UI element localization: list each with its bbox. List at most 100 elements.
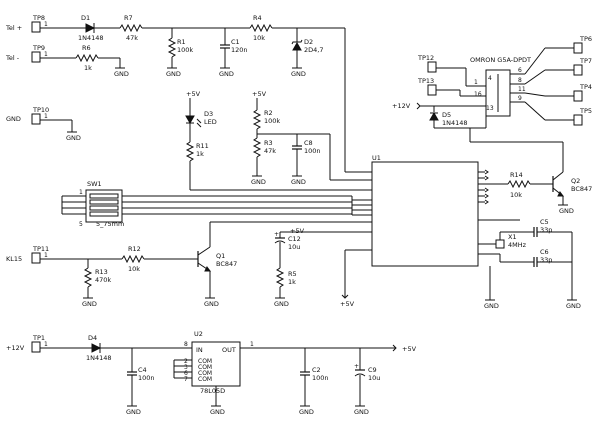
- kl15-input: TP11 KL15 1 R13 470k GND R12 10k GND Q1 …: [6, 222, 237, 308]
- q1-value: BC847: [216, 260, 237, 268]
- tp8-label: TP8: [32, 14, 45, 22]
- tel-plus-port: Tel +: [5, 24, 22, 32]
- relay-pin9: 9: [518, 95, 522, 102]
- gnd-r5: GND: [274, 300, 289, 308]
- u1-label: U1: [372, 154, 381, 162]
- r2-resistor: [252, 109, 262, 130]
- tp9-pad: [31, 51, 41, 63]
- plus5v-led: +5V: [186, 90, 201, 98]
- r1-label: R1: [177, 38, 186, 46]
- r6-value: 1k: [84, 64, 92, 72]
- relay-pin8: 8: [518, 77, 522, 84]
- u1-body: [371, 161, 479, 267]
- d2-label: D2: [304, 38, 313, 46]
- relay-driver: R14 10k GND Q2 BC847: [469, 128, 592, 215]
- d2-zener: [292, 41, 302, 51]
- tp8-pin: 1: [44, 21, 48, 28]
- u2-com-a: COM: [198, 358, 212, 365]
- tp11-pin: 1: [44, 252, 48, 259]
- d4-label: D4: [88, 334, 97, 342]
- tp13-label: TP13: [417, 77, 434, 85]
- q2-label: Q2: [571, 177, 580, 185]
- relay-label: OMRON G5A-DPDT: [470, 56, 531, 64]
- gnd-d2: GND: [291, 70, 306, 78]
- c2-value: 100n: [312, 374, 329, 382]
- gnd-u1: GND: [484, 302, 499, 310]
- sw1-dip-switch: SW1 1 5 5_75mm: [61, 180, 353, 228]
- gnd-port: GND: [6, 115, 21, 123]
- gnd-crystal: GND: [566, 302, 581, 310]
- r7-label: R7: [124, 14, 133, 22]
- d2-value: 2D4,7: [304, 46, 323, 54]
- relay-pin16: 16: [474, 91, 482, 98]
- u2-pin-in: 8: [184, 341, 188, 348]
- svg-text:+: +: [274, 231, 279, 238]
- x1-value: 4MHz: [508, 241, 527, 249]
- r5-resistor: [275, 267, 285, 288]
- r2-label: R2: [264, 109, 273, 117]
- d1-diode: [85, 23, 96, 33]
- u2-value: 78L05D: [200, 387, 225, 395]
- tp8-pad: [31, 21, 41, 33]
- tp1-pin: 1: [44, 341, 48, 348]
- r3-label: R3: [264, 139, 273, 147]
- r1-value: 100k: [177, 46, 193, 54]
- r7-value: 47k: [126, 34, 138, 42]
- d4-value: 1N4148: [86, 354, 112, 362]
- tp7-pad: [573, 64, 583, 76]
- r7-resistor: [119, 23, 143, 33]
- tp10-pin: 1: [44, 113, 48, 120]
- r6-resistor: [75, 53, 99, 63]
- c4-value: 100n: [138, 374, 155, 382]
- power-supply: TP1 +12V 1 D4 1N4148 C4 100n GND U2 IN O…: [6, 330, 417, 416]
- led-branch: +5V D3 LED R11 1k: [185, 90, 372, 191]
- relay-section: OMRON G5A-DPDT 6 8 11 9 1 16 4 13: [392, 47, 574, 129]
- relay-pin13: 13: [486, 105, 494, 112]
- c9-label: C9: [368, 366, 377, 374]
- c5-label: C5: [540, 218, 549, 226]
- tp4-pad: [573, 90, 583, 102]
- sw1-value: 5_75mm: [96, 220, 124, 228]
- sw1-pin5: 5: [79, 221, 83, 228]
- c4-label: C4: [138, 366, 147, 374]
- tp1-label: TP1: [32, 334, 45, 342]
- gnd-r6: GND: [114, 70, 129, 78]
- r12-value: 10k: [128, 265, 140, 273]
- gnd-r3: GND: [251, 178, 266, 186]
- c12-label: C12: [288, 235, 301, 243]
- tp11-label: TP11: [32, 245, 49, 253]
- plus5v-c12: +5V: [290, 227, 305, 235]
- u2-out: OUT: [222, 346, 236, 354]
- u2-pin2: 2: [184, 358, 188, 365]
- c6-value: 33p: [540, 256, 552, 264]
- crystal-oscillator: X1 4MHz C5 33p C6 33p GND: [495, 218, 581, 310]
- gnd-c2: GND: [299, 408, 314, 416]
- svg-text:+: +: [354, 363, 359, 370]
- u2-pin7: 7: [184, 376, 188, 383]
- gnd-tp10: GND: [66, 134, 81, 142]
- r14-value: 10k: [510, 191, 522, 199]
- tp6-pad: [573, 42, 583, 54]
- x1-label: X1: [508, 233, 517, 241]
- u1-microcontroller: U1 GND: [210, 154, 520, 310]
- r4-label: R4: [253, 14, 262, 22]
- q1-label: Q1: [216, 252, 225, 260]
- gnd-c8: GND: [291, 178, 306, 186]
- relay-pin4: 4: [488, 75, 492, 82]
- r12-label: R12: [128, 245, 141, 253]
- divider-branch: +5V R2 100k R3 47k GND C8 100n GND: [251, 90, 372, 186]
- tp5-label: TP5: [579, 107, 592, 115]
- r14-label: R14: [510, 171, 523, 179]
- d1-label: D1: [81, 14, 90, 22]
- u2-com-b: COM: [198, 364, 212, 371]
- d3-led: [185, 115, 195, 125]
- r6-label: R6: [82, 44, 91, 52]
- u2-com-d: COM: [198, 376, 212, 383]
- kl15-port: KL15: [6, 255, 22, 263]
- r5-label: R5: [288, 270, 297, 278]
- c1-label: C1: [231, 38, 240, 46]
- gnd-q1: GND: [204, 300, 219, 308]
- q2-value: BC847: [571, 185, 592, 193]
- gnd-r1: GND: [166, 70, 181, 78]
